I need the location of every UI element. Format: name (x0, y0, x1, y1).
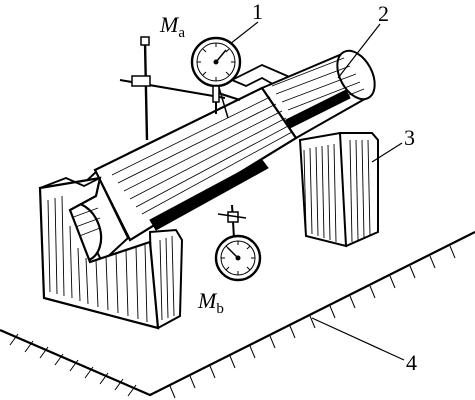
part-label-4: 4 (406, 350, 417, 375)
dial-gauge-upper-ticks (197, 43, 235, 81)
leader-lines (229, 21, 405, 361)
part-label-1: 1 (252, 0, 263, 24)
gauge-label-mb: Mb (197, 288, 224, 317)
leader-line-3 (371, 142, 403, 163)
part-label-3: 3 (404, 125, 415, 150)
upper-gauge-stand (119, 36, 241, 141)
lower-gauge-stand (217, 204, 247, 239)
leader-line-2 (337, 23, 381, 79)
gauge-label-ma-main: M (159, 12, 180, 37)
gauge-label-ma: Ma (159, 12, 185, 41)
dial-gauge-upper (190, 36, 242, 114)
gauge-label-mb-main: M (197, 288, 218, 313)
surface-plate (0, 231, 475, 399)
v-block-front (38, 176, 184, 330)
surface-plate-hatching (9, 245, 456, 399)
v-block-rear (229, 64, 379, 248)
dial-gauge-lower-ticks (221, 241, 255, 275)
gauge-label-ma-sub: a (178, 25, 185, 41)
dial-gauge-lower (214, 234, 262, 282)
leader-line-1 (229, 21, 259, 45)
part-label-2: 2 (378, 1, 389, 26)
gauge-label-mb-sub: b (216, 301, 224, 317)
leader-line-4 (311, 317, 405, 361)
